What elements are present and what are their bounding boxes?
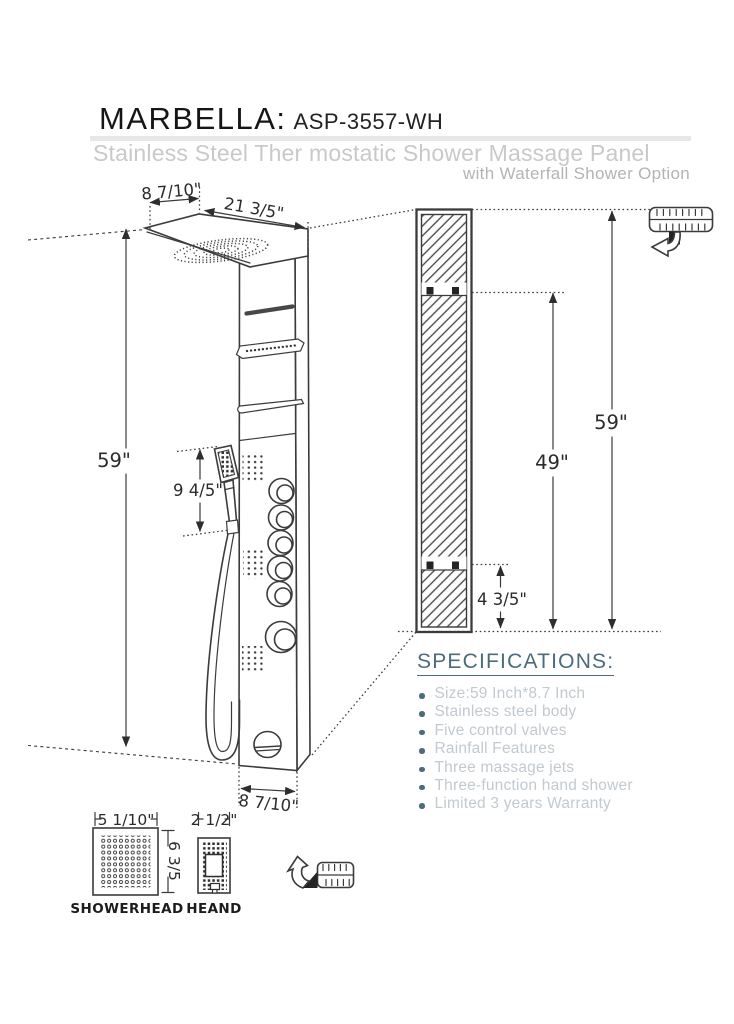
curved-arrow-icon-bottom — [285, 855, 311, 889]
dim-hand-width: 2 1/2" — [191, 811, 238, 829]
divider — [90, 136, 691, 141]
showerhead-detail: 5 1/10" 6 3/5 SHOWERHEAD — [70, 811, 183, 917]
svg-text:49": 49" — [535, 451, 569, 474]
dim-base-width: 8 7/10" — [238, 767, 300, 816]
control-knob-2 — [267, 504, 295, 531]
hand-label: HEAND — [186, 901, 241, 917]
spec-item: Rainfall Features — [417, 741, 717, 756]
dim-side-height: 59" — [594, 210, 628, 630]
side-view-drawing: 49" 59" 4 3/5" — [398, 206, 714, 634]
projection-line-bottom — [311, 631, 417, 756]
dim-lower-bracket: 4 3/5" — [477, 565, 527, 629]
hand-shower-hose — [205, 533, 241, 761]
control-knob-5 — [266, 580, 293, 608]
svg-text:59": 59" — [594, 411, 628, 434]
svg-text:8 7/10": 8 7/10" — [238, 791, 300, 816]
curved-arrow-icon — [650, 231, 681, 258]
projection-line-top — [309, 208, 417, 229]
showerhead-canopy — [142, 213, 309, 268]
dim-showerhead-width: 5 1/10" — [94, 811, 158, 829]
bullet-icon — [419, 748, 425, 754]
subtitle: Stainless Steel Ther mostatic Shower Mas… — [93, 140, 650, 166]
dim-head-depth: 8 7/10" — [141, 179, 203, 231]
svg-text:5 1/10": 5 1/10" — [98, 811, 155, 829]
tub-spout — [253, 730, 282, 759]
model-number: ASP-3557-WH — [293, 109, 444, 134]
towel-bar — [237, 398, 305, 414]
specifications-list: Size:59 Inch*8.7 Inch Stainless steel bo… — [417, 686, 717, 811]
section-step — [238, 432, 296, 442]
hand-shower-holder — [225, 519, 240, 535]
dim-hand-shower: 9 4/5" — [173, 445, 231, 537]
wall-bracket-lower — [420, 556, 468, 571]
spec-item: Size:59 Inch*8.7 Inch — [417, 686, 717, 701]
hand-shower — [205, 444, 241, 761]
dim-front-height: 59" — [27, 228, 238, 765]
control-knobs — [264, 477, 298, 654]
thermostatic-knob — [264, 620, 298, 654]
svg-text:59": 59" — [97, 449, 131, 472]
spec-item: Limited 3 years Warranty — [417, 796, 717, 811]
bullet-icon — [419, 803, 425, 809]
front-view-drawing: 8 7/10" 21 3/5" 59" 9 4/5" — [27, 179, 417, 816]
waterfall-slot — [244, 304, 295, 316]
spec-item: Stainless steel body — [417, 704, 717, 720]
specifications-heading: SPECIFICATIONS: — [417, 650, 615, 676]
svg-text:6 3/5: 6 3/5 — [165, 841, 183, 881]
spec-item: Three massage jets — [417, 759, 717, 775]
spec-item: Five control valves — [417, 723, 717, 738]
bullet-icon — [419, 693, 425, 699]
dim-showerhead-height: 6 3/5 — [161, 829, 183, 894]
bullet-icon — [419, 784, 425, 791]
hand-shower-handle — [223, 478, 238, 524]
control-knob-1 — [268, 477, 295, 505]
svg-text:4 3/5": 4 3/5" — [477, 590, 527, 609]
spec-item: Three-function hand shower — [417, 778, 717, 793]
massage-jets-middle — [243, 549, 265, 579]
waterfall-ledge — [235, 338, 305, 360]
svg-text:2 1/2": 2 1/2" — [191, 811, 238, 829]
specifications-section: SPECIFICATIONS: Size:59 Inch*8.7 Inch St… — [417, 650, 717, 816]
showerhead-label: SHOWERHEAD — [70, 901, 183, 917]
wall-bracket-upper — [420, 282, 468, 297]
measuring-tape-icon-bottom — [285, 855, 355, 889]
svg-text:8 7/10": 8 7/10" — [141, 179, 203, 203]
massage-jets-lower — [242, 646, 264, 672]
hand-shower-detail: 2 1/2" HEAND — [186, 811, 241, 917]
bullet-icon — [419, 766, 425, 773]
control-knob-3 — [267, 529, 294, 557]
measuring-tape-icon — [648, 206, 714, 258]
brand-name: MARBELLA: — [99, 101, 287, 136]
control-knob-4 — [266, 555, 294, 582]
page-title: MARBELLA:ASP-3557-WH — [99, 101, 443, 137]
bullet-icon — [419, 711, 425, 717]
massage-jets-upper — [242, 452, 265, 482]
svg-text:9 4/5": 9 4/5" — [173, 481, 223, 500]
bullet-icon — [419, 729, 425, 736]
tagline: with Waterfall Shower Option — [463, 164, 690, 183]
dim-upper-bracket: 49" — [535, 292, 569, 630]
